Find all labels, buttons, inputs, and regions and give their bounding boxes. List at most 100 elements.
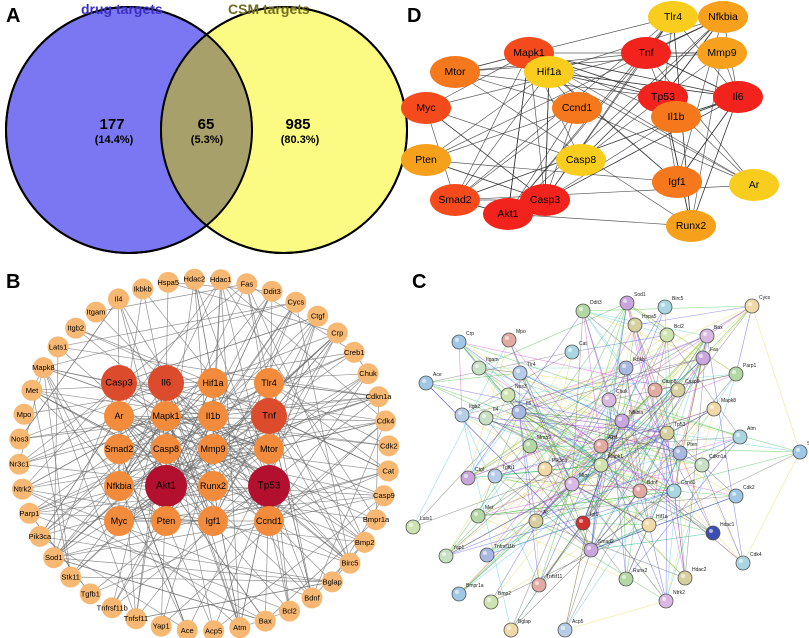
- node-c-highlight: [505, 336, 509, 340]
- node-c-label: Mapk1: [608, 454, 623, 460]
- node-c-runx2: Runx2: [618, 568, 648, 587]
- edge-b: [29, 415, 167, 514]
- node-c-label: Itgb2: [469, 404, 480, 410]
- edge-b: [118, 415, 266, 622]
- node-c-label: Tlr4: [527, 362, 536, 368]
- edge-c: [535, 351, 573, 522]
- node-b-circle: [176, 619, 198, 638]
- edge-c: [535, 520, 686, 579]
- venn-overlap-count: 65: [198, 116, 215, 133]
- edge-d: [425, 16, 724, 161]
- node-b-bmpr1a: Bmpr1a: [363, 509, 390, 531]
- node-c-label: Tnfsf11: [546, 574, 563, 580]
- node-c-circle: [619, 295, 635, 311]
- edge-b: [165, 520, 214, 631]
- node-c-mmp9: Mmp9: [522, 435, 551, 454]
- node-b-label: Bmp2: [355, 538, 375, 547]
- edge-b: [220, 279, 386, 422]
- node-c-circle: [744, 298, 760, 314]
- edge-b: [268, 520, 290, 612]
- node-c-highlight: [597, 461, 601, 465]
- edge-b: [58, 301, 296, 348]
- node-b-label: Nr3c1: [9, 460, 29, 469]
- edge-c: [582, 334, 668, 524]
- edge-c: [518, 411, 681, 454]
- edge-b: [212, 448, 377, 521]
- node-d-ellipse: [648, 1, 698, 33]
- edge-b: [57, 346, 214, 487]
- node-c-igf1: Igf1: [575, 512, 599, 531]
- node-b-circle: [157, 271, 179, 293]
- edge-c: [477, 445, 531, 517]
- node-c-highlight: [516, 369, 520, 373]
- edge-d: [544, 96, 739, 201]
- node-c-itgb2: Itgb2: [454, 404, 480, 423]
- node-b-circle: [18, 502, 40, 524]
- node-d-igf1: Igf1: [652, 166, 702, 198]
- edge-b: [39, 415, 120, 537]
- node-c-circle: [699, 328, 715, 344]
- node-b-label: Cat: [382, 466, 395, 475]
- edge-c: [564, 373, 737, 631]
- edge-c: [467, 310, 584, 479]
- node-b-met: Met: [21, 379, 43, 401]
- node-d-tlr4: Tlr4: [648, 1, 698, 33]
- node-c-circle: [438, 548, 454, 564]
- node-c-chuk: Chuk: [601, 389, 628, 408]
- edge-c: [461, 414, 512, 631]
- edge-b: [31, 390, 167, 522]
- edge-b: [43, 367, 137, 619]
- node-d-nfkbia: Nfkbia: [698, 1, 748, 33]
- node-c-circle: [732, 429, 748, 445]
- edge-c: [458, 520, 537, 595]
- node-c-label: Pten: [687, 442, 698, 448]
- node-c-highlight: [703, 332, 707, 336]
- edge-c: [518, 411, 686, 579]
- edge-b: [268, 415, 389, 472]
- edge-c: [494, 475, 714, 534]
- node-c-highlight: [748, 302, 752, 306]
- node-b-circle: [29, 525, 51, 547]
- edge-d: [454, 52, 723, 73]
- edge-b: [212, 470, 389, 522]
- node-b-circle: [254, 368, 284, 398]
- node-c-circle: [503, 622, 519, 638]
- node-b-label: Casp3: [105, 378, 132, 389]
- edge-c: [634, 324, 675, 492]
- node-c-circle: [659, 425, 675, 441]
- node-b-mapk8: Mapk8: [32, 357, 55, 379]
- edge-b: [118, 485, 188, 631]
- edge-c: [648, 452, 681, 526]
- edge-c: [590, 464, 602, 551]
- edge-b: [118, 485, 270, 522]
- node-c-label: Ctgf: [475, 467, 485, 473]
- venn-left-title: drug targets: [81, 1, 163, 17]
- node-b-circle: [378, 435, 400, 457]
- node-b-circle: [9, 428, 31, 450]
- node-c-bmpr1a: Bmpr1a: [451, 583, 484, 602]
- node-b-label: Tgfb1: [81, 589, 100, 598]
- node-b-label: Hif1a: [202, 378, 223, 388]
- node-c-label: Mpo: [516, 329, 526, 335]
- node-b-casp3: Casp3: [101, 365, 137, 401]
- node-b-birc5: Birc5: [339, 552, 361, 574]
- node-d-ellipse: [729, 169, 779, 201]
- edge-c: [518, 411, 623, 422]
- node-c-circle: [557, 622, 573, 638]
- node-c-circle: [500, 387, 516, 403]
- node-c-label: Ccnd1: [681, 480, 696, 486]
- node-c-circle: [618, 571, 634, 587]
- node-d-ellipse: [651, 101, 701, 133]
- node-c-fas: Fas: [695, 347, 719, 366]
- node-d-label: Pten: [415, 154, 437, 166]
- node-b-label: Tnf: [262, 411, 276, 422]
- node-b-circle: [151, 506, 181, 536]
- node-c-highlight: [515, 408, 519, 412]
- node-d-label: Casp3: [530, 194, 561, 206]
- node-c-circle: [666, 483, 682, 499]
- node-c-label: Stk11: [807, 441, 809, 447]
- edge-b: [165, 351, 355, 384]
- node-c-label: Hspa5: [642, 314, 657, 320]
- node-c-cdk2: Cdk2: [728, 485, 755, 504]
